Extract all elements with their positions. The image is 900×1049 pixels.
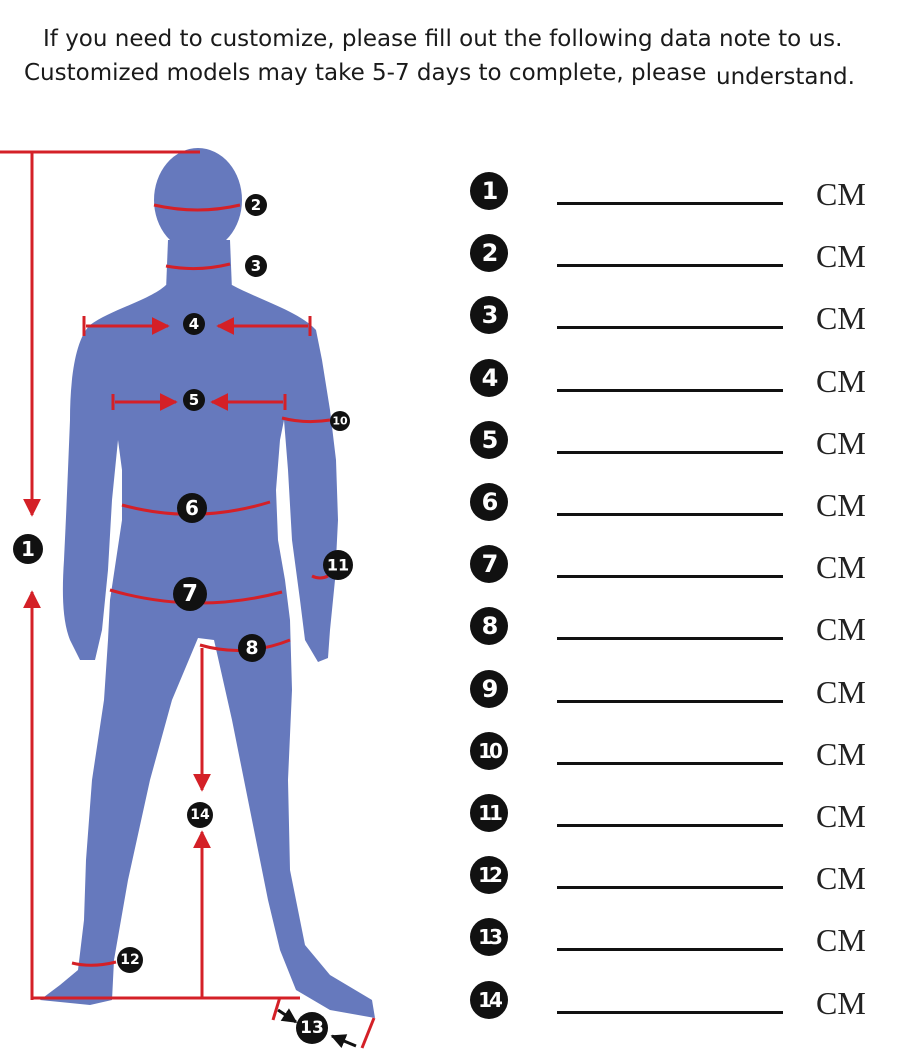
figure-marker-12: 12 xyxy=(117,947,143,973)
measurement-row-6: 6 CM xyxy=(470,483,890,533)
measurement-row-10: 10 CM xyxy=(470,731,890,782)
measurement-row-9: 9 CM xyxy=(470,669,890,720)
measurement-row-4: 4 CM xyxy=(470,358,890,409)
measurement-row-8: 8 CM xyxy=(470,607,890,657)
measurement-number-badge: 11 xyxy=(470,794,508,832)
measurement-number-badge: 2 xyxy=(470,234,508,273)
figure-marker-3: 3 xyxy=(245,255,267,277)
measurement-row-11: 11 CM xyxy=(470,794,890,844)
figure-marker-label: 10 xyxy=(332,415,348,428)
measurement-number-badge: 8 xyxy=(470,607,508,646)
measurement-row-14: 14 CM xyxy=(470,980,890,1031)
figure-marker-11: 11 xyxy=(323,550,353,580)
notice-line-2-tail: understand. xyxy=(716,64,855,90)
unit-label: CM xyxy=(816,300,866,337)
measurement-number-badge: 14 xyxy=(470,980,508,1019)
measurement-row-5: 5 CM xyxy=(470,420,890,471)
figure-marker-label: 11 xyxy=(327,556,349,575)
measurement-number-badge: 9 xyxy=(470,669,508,708)
measurement-row-13: 13 CM xyxy=(470,918,890,968)
figure-marker-label: 1 xyxy=(21,537,35,561)
figure-marker-label: 13 xyxy=(300,1018,324,1038)
measurement-value-field[interactable] xyxy=(557,388,783,392)
measurement-row-3: 3 CM xyxy=(470,296,890,346)
measurement-value-field[interactable] xyxy=(557,513,783,516)
figure-marker-label: 12 xyxy=(120,952,139,968)
measurement-number-badge: 10 xyxy=(470,731,508,770)
measurement-value-field[interactable] xyxy=(557,326,783,330)
unit-label: CM xyxy=(816,611,866,648)
unit-label: CM xyxy=(816,176,866,212)
measurement-row-2: 2 CM xyxy=(470,234,890,284)
figure-marker-1: 1 xyxy=(13,534,43,564)
figure-marker-label: 14 xyxy=(190,807,210,823)
unit-label: CM xyxy=(816,860,866,897)
unit-label: CM xyxy=(816,922,866,959)
measurement-value-field[interactable] xyxy=(557,1010,783,1014)
measurement-row-1: 1 CM xyxy=(470,172,890,222)
measurement-value-field[interactable] xyxy=(557,450,783,454)
measurement-value-field[interactable] xyxy=(557,948,783,952)
figure-marker-13: 13 xyxy=(296,1012,328,1044)
measurement-number-badge: 4 xyxy=(470,358,508,397)
measurement-value-field[interactable] xyxy=(557,886,783,890)
measurement-value-field[interactable] xyxy=(557,575,783,579)
figure-marker-2: 2 xyxy=(245,194,267,216)
figure-marker-14: 14 xyxy=(187,802,213,828)
measurement-row-12: 12 CM xyxy=(470,856,890,906)
unit-label: CM xyxy=(816,238,866,275)
unit-label: CM xyxy=(816,549,866,586)
measurement-number-badge: 7 xyxy=(470,545,508,584)
measurement-number-badge: 6 xyxy=(470,483,508,521)
measurement-number-badge: 3 xyxy=(470,296,508,335)
notice-line-1: If you need to customize, please fill ou… xyxy=(43,26,843,52)
measurement-value-field[interactable] xyxy=(557,824,783,827)
measurement-number-badge: 5 xyxy=(470,420,508,459)
measurement-value-field[interactable] xyxy=(557,637,783,641)
figure-marker-4: 4 xyxy=(183,313,205,335)
figure-marker-label: 2 xyxy=(251,196,261,214)
figure-marker-7: 7 xyxy=(173,577,207,611)
measurement-number-badge: 12 xyxy=(470,856,508,895)
measurement-number-badge: 13 xyxy=(470,918,508,957)
measurement-value-field[interactable] xyxy=(557,202,783,205)
figure-marker-label: 8 xyxy=(245,637,258,659)
figure-marker-label: 5 xyxy=(189,391,199,409)
measurement-number-badge: 1 xyxy=(470,172,508,210)
measurement-value-field[interactable] xyxy=(557,264,783,268)
notice-line-2: Customized models may take 5-7 days to c… xyxy=(24,60,707,86)
figure-marker-label: 7 xyxy=(182,581,198,607)
measurement-value-field[interactable] xyxy=(557,699,783,703)
unit-label: CM xyxy=(816,673,866,710)
unit-label: CM xyxy=(816,735,866,772)
foot-arrows xyxy=(277,1008,357,1049)
measurement-value-field[interactable] xyxy=(557,761,783,765)
unit-label: CM xyxy=(816,984,866,1021)
unit-label: CM xyxy=(816,798,866,834)
unit-label: CM xyxy=(816,487,866,523)
unit-label: CM xyxy=(816,424,866,461)
measurement-row-7: 7 CM xyxy=(470,545,890,595)
figure-marker-6: 6 xyxy=(177,493,207,523)
figure-marker-label: 3 xyxy=(251,257,261,275)
figure-marker-8: 8 xyxy=(238,634,266,662)
human-silhouette xyxy=(40,148,375,1018)
figure-marker-10: 10 xyxy=(330,411,350,431)
unit-label: CM xyxy=(816,362,866,399)
figure-marker-5: 5 xyxy=(183,389,205,411)
figure-marker-label: 4 xyxy=(189,315,199,333)
figure-marker-label: 6 xyxy=(185,496,199,520)
